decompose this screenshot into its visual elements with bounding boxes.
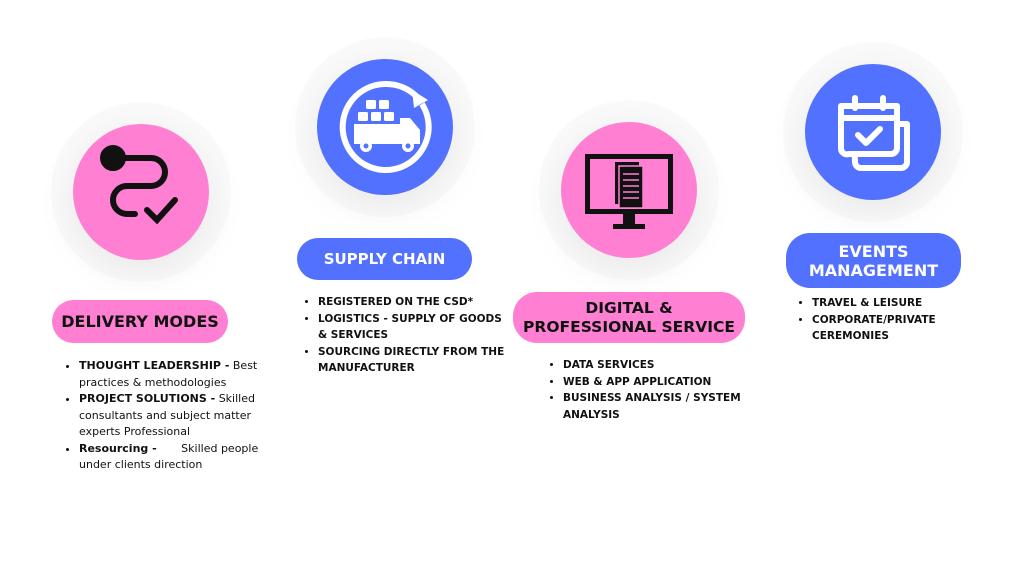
list-item: CORPORATE/PRIVATE CEREMONIES xyxy=(812,312,972,345)
supply-chain-pill: SUPPLY CHAIN xyxy=(297,238,472,280)
supply-chain-circle xyxy=(317,59,453,195)
list-item: PROJECT SOLUTIONS - Skilled consultants … xyxy=(79,391,259,441)
events-management-list: TRAVEL & LEISURE CORPORATE/PRIVATE CEREM… xyxy=(799,295,972,345)
title-line: MANAGEMENT xyxy=(808,260,939,280)
item-text: Skilled people under clients direction xyxy=(79,441,259,472)
item-text: Best practices & methodologies xyxy=(79,359,258,389)
digital-professional-circle xyxy=(561,122,697,258)
item-heading: PROJECT SOLUTIONS - xyxy=(79,392,216,405)
list-item: SOURCING DIRECTLY FROM THE MANUFACTURER xyxy=(318,344,508,377)
delivery-modes-list: THOUGHT LEADERSHIP - Best practices & me… xyxy=(66,358,259,474)
delivery-modes-title: DELIVERY MODES xyxy=(61,312,219,331)
list-item: THOUGHT LEADERSHIP - Best practices & me… xyxy=(79,358,259,391)
title-line: DIGITAL & xyxy=(585,298,673,317)
events-management-circle xyxy=(805,64,941,200)
monitor-document-icon xyxy=(585,154,673,229)
delivery-truck-icon xyxy=(339,81,432,173)
delivery-modes-circle xyxy=(73,124,209,260)
item-heading: Resourcing - xyxy=(79,441,157,455)
digital-professional-list: DATA SERVICES WEB & APP APPLICATION BUSI… xyxy=(550,357,763,423)
item-heading: THOUGHT LEADERSHIP - xyxy=(79,359,230,372)
route-check-icon xyxy=(100,145,178,225)
delivery-modes-pill: DELIVERY MODES xyxy=(52,300,228,343)
supply-chain-list: REGISTERED ON THE CSD* LOGISTICS - SUPPL… xyxy=(305,294,508,377)
list-item: REGISTERED ON THE CSD* xyxy=(318,294,508,311)
supply-chain-title: SUPPLY CHAIN xyxy=(323,249,446,268)
list-item: LOGISTICS - SUPPLY OF GOODS & SERVICES xyxy=(318,311,508,344)
list-item: TRAVEL & LEISURE xyxy=(812,295,972,312)
list-item: BUSINESS ANALYSIS / SYSTEM ANALYSIS xyxy=(563,390,763,423)
title-line: EVENTS xyxy=(838,241,909,261)
list-item: DATA SERVICES xyxy=(563,357,763,374)
title-line: PROFESSIONAL SERVICE xyxy=(523,317,735,336)
list-item: Resourcing - Skilled people under client… xyxy=(79,441,259,474)
item-text: Skilled consultants and subject matter e… xyxy=(79,392,255,438)
list-item: WEB & APP APPLICATION xyxy=(563,374,763,391)
digital-professional-pill: DIGITAL &PROFESSIONAL SERVICE xyxy=(513,292,745,343)
calendar-check-icon xyxy=(838,95,910,171)
